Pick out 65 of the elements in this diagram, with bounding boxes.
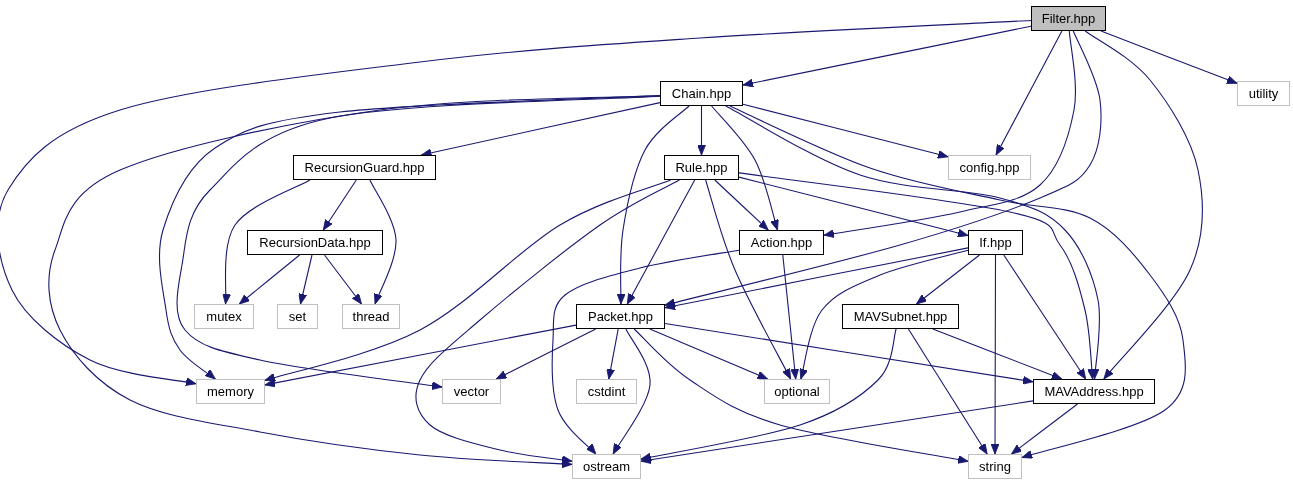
dependency-arrow — [799, 249, 969, 380]
dependency-arrow — [221, 179, 311, 305]
library-header-node: utility — [1237, 81, 1290, 106]
library-header-node: vector — [442, 379, 501, 404]
selected-file-node: Filter.hpp — [1031, 6, 1106, 31]
dependency-arrow — [264, 324, 577, 388]
dependency-arrow — [664, 322, 1034, 385]
dependency-arrow — [612, 328, 651, 455]
dependency-arrow — [640, 328, 897, 462]
library-header-node: mutex — [194, 304, 254, 329]
header-file-node: Packet.hpp — [576, 304, 665, 329]
header-file-node: Action.hpp — [739, 230, 824, 255]
header-file-node: Rule.hpp — [664, 155, 739, 180]
dependency-arrow — [725, 105, 1101, 380]
dependency-arrow — [606, 328, 619, 380]
dependency-arrow — [298, 254, 313, 305]
dependency-arrow — [907, 328, 988, 455]
dependency-arrow — [1084, 30, 1204, 380]
dependency-arrow — [322, 179, 357, 231]
dependency-arrow — [823, 30, 1076, 238]
library-header-node: memory — [196, 379, 265, 404]
dependency-arrow — [1100, 30, 1238, 84]
library-header-node: cstdint — [576, 379, 637, 404]
library-header-node: set — [277, 304, 318, 329]
dependency-arrow — [742, 25, 1032, 88]
dependency-arrow — [990, 254, 1000, 455]
dependency-arrow — [238, 254, 301, 305]
library-header-node: ostream — [572, 454, 641, 479]
library-header-node: config.hpp — [948, 155, 1031, 180]
header-file-node: RecursionData.hpp — [247, 230, 383, 255]
dependency-arrow — [369, 179, 397, 305]
header-file-node: If.hpp — [968, 230, 1023, 255]
library-header-node: thread — [342, 304, 400, 329]
dependency-arrow — [714, 179, 769, 231]
dependency-arrow — [415, 179, 680, 465]
dependency-arrow — [626, 179, 696, 305]
library-header-node: string — [968, 454, 1022, 479]
dependency-arrow — [729, 105, 1186, 459]
header-file-node: MAVAddress.hpp — [1033, 379, 1155, 404]
header-file-node: RecursionGuard.hpp — [293, 155, 436, 180]
dependency-arrow — [742, 103, 949, 159]
dependency-arrow — [264, 179, 672, 382]
dependency-arrow — [323, 254, 363, 305]
dependency-arrow — [711, 105, 779, 231]
dependency-arrow — [782, 254, 800, 380]
dependency-arrow — [664, 247, 969, 311]
dependency-arrow — [738, 176, 969, 238]
dependency-arrow — [0, 19, 1032, 387]
dependency-arrow — [995, 30, 1063, 156]
dependency-arrow — [1003, 254, 1087, 380]
header-file-node: MAVSubnet.hpp — [842, 304, 959, 329]
dependency-arrow — [705, 179, 792, 380]
library-header-node: optional — [764, 379, 830, 404]
dependency-arrow — [551, 249, 740, 455]
dependency-arrow — [633, 328, 969, 464]
dependency-arrow — [1010, 403, 1079, 455]
dependency-arrow — [649, 328, 769, 380]
dependency-arrow — [915, 254, 981, 305]
dependency-arrow — [616, 105, 690, 305]
header-file-node: Chain.hpp — [660, 81, 743, 106]
dependency-arrow — [664, 30, 1102, 307]
dependency-arrow — [932, 328, 1063, 380]
dependency-arrow — [495, 328, 597, 380]
dependency-arrow — [640, 400, 1034, 465]
dependency-arrow — [697, 105, 706, 156]
